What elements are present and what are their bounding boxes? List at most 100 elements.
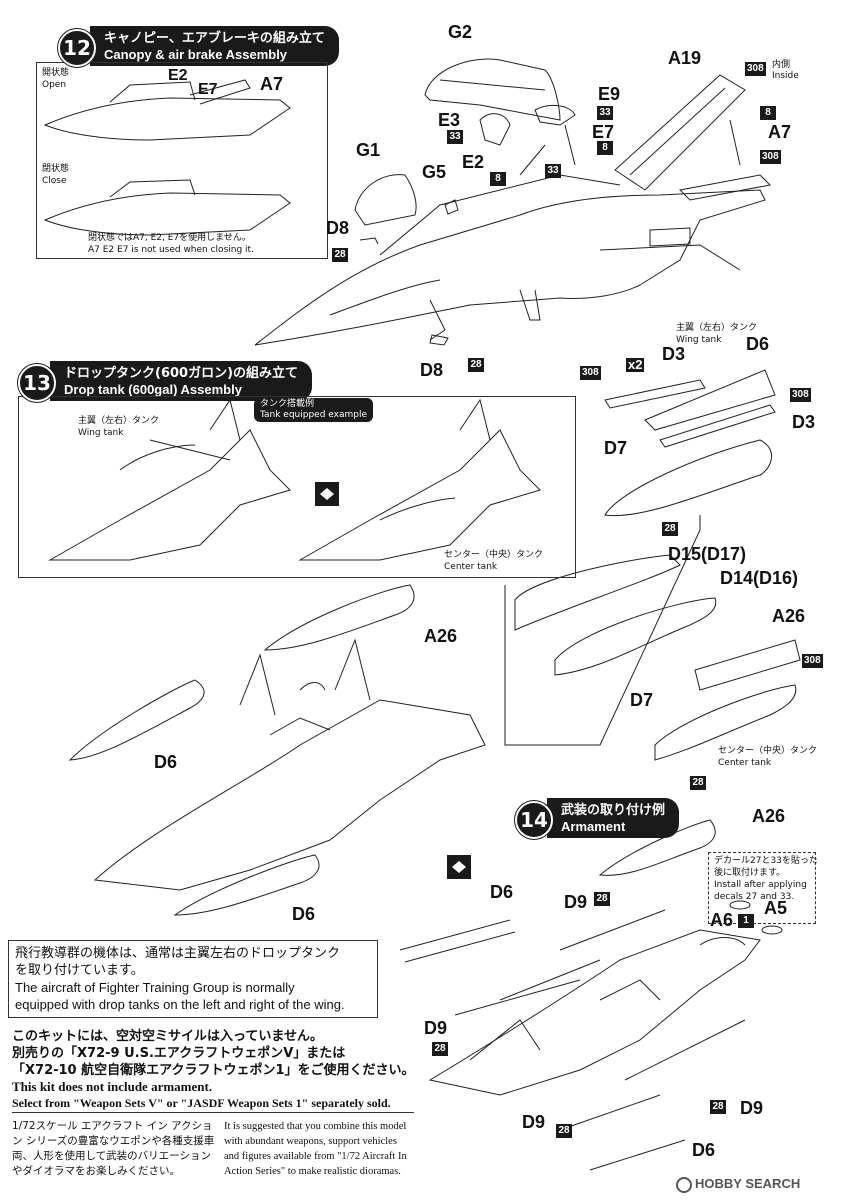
center-tank-jp-example: センター（中央）タンク xyxy=(444,550,544,560)
main-fuselage-12 xyxy=(254,174,766,346)
tank-D6-right xyxy=(173,854,320,916)
inset-part-a7: A7 xyxy=(260,74,284,94)
part-A7 xyxy=(678,119,772,201)
step-13-title-en: Drop tank (600gal) Assembly xyxy=(64,381,242,397)
part-g2: G2 xyxy=(448,22,473,42)
decal-28-e: 28 xyxy=(594,892,610,906)
part-d6-left: D6 xyxy=(154,752,178,772)
part-e9: E9 xyxy=(598,84,621,104)
step-13-header: 13 ドロップタンク(600ガロン)の組み立て Drop tank (600ga… xyxy=(18,361,313,402)
armament-note-jp-2: 別売りの「X72-9 U.S.エアクラフトウェポンV」または xyxy=(12,1046,346,1061)
step-12-inset-box xyxy=(36,62,328,259)
fighter-note-jp-2: を取り付けています。 xyxy=(15,963,144,978)
decal-8-b: 8 xyxy=(597,141,613,155)
close-label-en: Close xyxy=(42,176,67,186)
part-e3: E3 xyxy=(438,110,461,130)
tank-diagram-right xyxy=(298,398,541,561)
armament-note-en-1: This kit does not include armament. xyxy=(12,1079,213,1094)
step-12-title-jp: キャノピー、エアブレーキの組み立て xyxy=(104,30,325,46)
part-d6: D6 xyxy=(746,334,770,354)
part-d3-top: D3 xyxy=(662,344,686,364)
center-tank-jp-detail: センター（中央）タンク xyxy=(718,746,818,756)
part-a7: A7 xyxy=(768,122,792,142)
armament-note: このキットには、空対空ミサイルは入っていません。 別売りの「X72-9 U.S.… xyxy=(12,1028,422,1111)
wing-tank-en-left: Wing tank xyxy=(78,428,124,438)
step-12-header: 12 キャノピー、エアブレーキの組み立て Canopy & air brake … xyxy=(58,26,339,67)
step-14-title-jp: 武装の取り付け例 xyxy=(561,802,666,818)
part-a6: A6 xyxy=(710,910,734,930)
missile-top xyxy=(399,909,666,1016)
canopy-G2 xyxy=(424,58,561,121)
decal-308-inside: 308 xyxy=(745,62,766,76)
decal-disc-A5 xyxy=(761,925,783,935)
tank-example-en: Tank equipped example xyxy=(260,410,368,420)
tank-D6-left xyxy=(68,679,205,761)
armament-note-jp-3: 「X72-10 航空自衛隊エアクラフトウェポン1」をご使用ください。 xyxy=(12,1063,415,1078)
decal-33-b: 33 xyxy=(447,130,463,144)
fighter-note-jp-1: 飛行教導群の機体は、通常は主翼左右のドロップタンク xyxy=(15,946,341,961)
part-d7-b: D7 xyxy=(630,690,654,710)
part-d3-bottom: D3 xyxy=(792,412,816,432)
decal-note-jp-1: デカール27と33を貼った xyxy=(714,856,818,866)
airbrake-A19 xyxy=(614,74,746,191)
armament-note-jp-1: このキットには、空対空ミサイルは入っていません。 xyxy=(12,1029,323,1044)
decal-note-en-2: decals 27 and 33. xyxy=(714,892,795,902)
inside-en: Inside xyxy=(772,71,799,81)
part-d9-d: D9 xyxy=(522,1112,546,1132)
part-d7-a: D7 xyxy=(604,438,628,458)
part-g1: G1 xyxy=(356,140,381,160)
decal-28-a: 28 xyxy=(332,248,348,262)
part-a26-detail: A26 xyxy=(772,606,806,626)
series-note: 1/72スケール エアクラフト イン アクション シリーズの豊富なウエポンや各種… xyxy=(12,1112,414,1193)
inset-close-aircraft xyxy=(43,179,291,236)
part-a5: A5 xyxy=(764,898,788,918)
decal-308-c: 308 xyxy=(580,366,601,380)
step-13-title-jp: ドロップタンク(600ガロン)の組み立て xyxy=(64,365,299,381)
part-d9-c: D9 xyxy=(740,1098,764,1118)
decal-note-en-1: Install after applying xyxy=(714,880,807,890)
decal-28-h: 28 xyxy=(556,1124,572,1138)
closed-note-jp: 閉状態ではA7, E2, E7を使用しません。 xyxy=(88,233,251,243)
part-d6-right: D6 xyxy=(292,904,316,924)
part-a26-aircraft: A26 xyxy=(424,626,458,646)
multiplier-x2: x2 xyxy=(626,357,645,372)
wing-tank-en-detail: Wing tank xyxy=(676,335,722,345)
closed-note-en: A7 E2 E7 is not used when closing it. xyxy=(88,245,254,255)
inset-part-e7: E7 xyxy=(198,81,218,98)
wing-tank-jp-detail: 主翼（左右）タンク xyxy=(676,323,758,333)
armament-note-en-2: Select from "Weapon Sets V" or "JASDF We… xyxy=(12,1096,391,1110)
tank-A26 xyxy=(263,584,415,651)
decal-1: 1 xyxy=(738,914,754,928)
decal-28-d: 28 xyxy=(690,776,706,790)
decal-308-e: 308 xyxy=(802,654,823,668)
wing-tank-detail xyxy=(604,369,776,517)
step-12-number: 12 xyxy=(58,29,96,67)
center-tank-en-detail: Center tank xyxy=(718,758,772,768)
decal-28-c: 28 xyxy=(662,522,678,536)
watermark-text: HOBBY SEARCH xyxy=(695,1176,801,1191)
aircraft-with-tanks xyxy=(93,638,486,891)
inset-part-e2: E2 xyxy=(168,67,188,84)
center-tank-detail xyxy=(514,554,801,761)
inside-jp: 内側 xyxy=(772,60,791,70)
fighter-training-note: 飛行教導群の機体は、通常は主翼左右のドロップタンク を取り付けています。 The… xyxy=(8,940,378,1018)
part-g5: G5 xyxy=(422,162,447,182)
swap-arrow-13 xyxy=(315,482,339,506)
part-E3 xyxy=(479,113,511,146)
center-tank-en-example: Center tank xyxy=(444,562,498,572)
decal-28-g: 28 xyxy=(710,1100,726,1114)
tank-example-jp: タンク搭載例 xyxy=(260,399,315,409)
swap-arrow-14 xyxy=(447,855,471,879)
step-14-title-en: Armament xyxy=(561,818,626,834)
close-label-jp: 閉状態 xyxy=(42,164,70,174)
decal-disc-A6 xyxy=(729,900,751,910)
decal-308-d: 308 xyxy=(790,388,811,402)
part-E9 xyxy=(534,104,576,126)
part-d9-a: D9 xyxy=(564,892,588,912)
decal-8-c: 8 xyxy=(490,172,506,186)
part-d9-b: D9 xyxy=(424,1018,448,1038)
part-a19: A19 xyxy=(668,48,702,68)
tank-A26-armament xyxy=(598,819,716,876)
decal-308-b: 308 xyxy=(760,150,781,164)
